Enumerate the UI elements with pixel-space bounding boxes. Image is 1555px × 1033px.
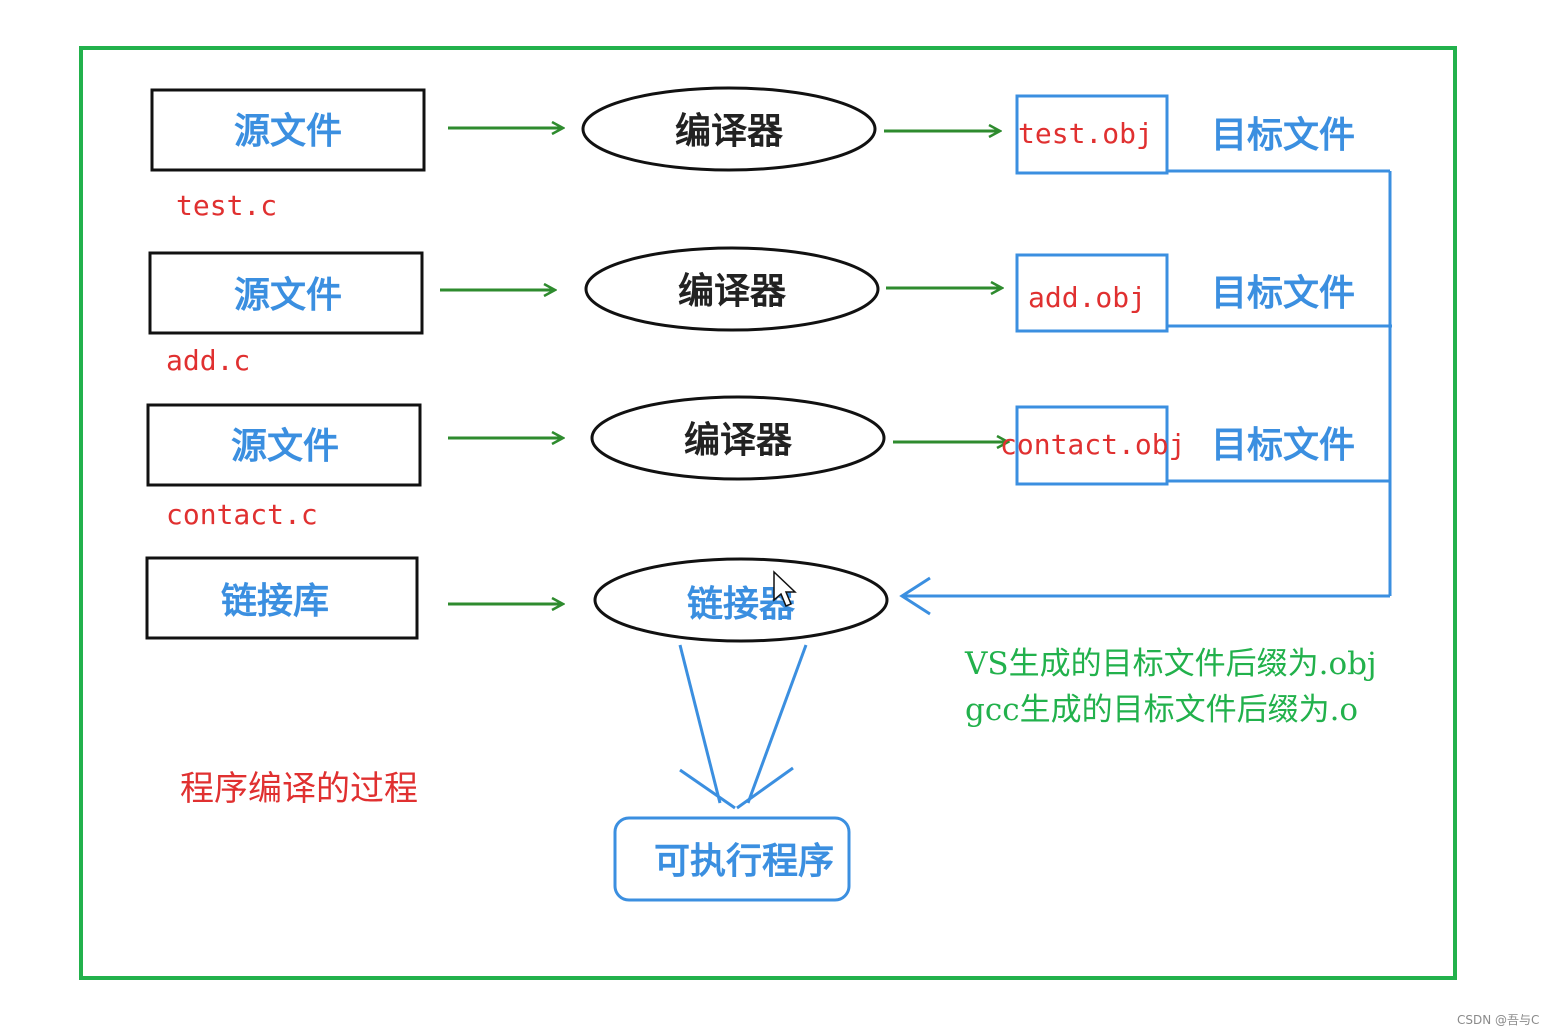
linker-to-executable-arrow	[678, 644, 808, 810]
source-box-3	[146, 403, 422, 487]
compiler-ellipse-2	[584, 246, 880, 332]
compiler-label-2: 编译器	[678, 271, 787, 312]
source-label-1: 源文件	[234, 111, 342, 152]
source-box-2	[148, 251, 424, 335]
library-label: 链接库	[221, 581, 329, 622]
row-1: 源文件 test.c 编译器 test.obj 目标文件	[150, 86, 1355, 222]
compiler-label-1: 编译器	[675, 111, 784, 152]
row-2: 源文件 add.c 编译器 add.obj 目标文件	[148, 246, 1355, 377]
object-label-1: 目标文件	[1211, 115, 1355, 156]
compiler-ellipse-3	[590, 395, 886, 481]
linker-ellipse	[593, 557, 889, 643]
object-box-1	[1015, 94, 1169, 175]
source-label-2: 源文件	[234, 275, 342, 316]
object-file-2: add.obj	[1028, 281, 1146, 314]
executable-box	[613, 816, 851, 902]
note-gcc: gcc生成的目标文件后缀为.o	[965, 692, 1358, 728]
object-file-3: contact.obj	[1000, 428, 1185, 461]
object-label-2: 目标文件	[1211, 273, 1355, 314]
object-to-linker-connector	[899, 169, 1392, 616]
outer-frame	[79, 46, 1457, 980]
source-label-3: 源文件	[231, 426, 339, 467]
object-file-1: test.obj	[1018, 117, 1153, 150]
note-vs: VS生成的目标文件后缀为.obj	[964, 646, 1377, 682]
link-row: 链接库 链接器	[145, 556, 889, 643]
row-3: 源文件 contact.c 编译器 contact.obj 目标文件	[146, 395, 1355, 531]
library-box	[145, 556, 419, 640]
caption: 程序编译的过程	[180, 769, 418, 809]
source-box-1	[150, 88, 426, 172]
object-label-3: 目标文件	[1211, 425, 1355, 466]
source-file-3: contact.c	[166, 498, 318, 531]
object-box-3	[1015, 405, 1169, 486]
object-box-2	[1015, 253, 1169, 333]
compiler-label-3: 编译器	[684, 420, 793, 461]
mouse-pointer-icon	[773, 570, 797, 607]
compiler-ellipse-1	[581, 86, 877, 172]
executable-label: 可执行程序	[654, 841, 834, 882]
source-file-2: add.c	[166, 344, 250, 377]
source-file-1: test.c	[176, 189, 277, 222]
watermark: CSDN @吾与C	[1457, 1013, 1539, 1027]
